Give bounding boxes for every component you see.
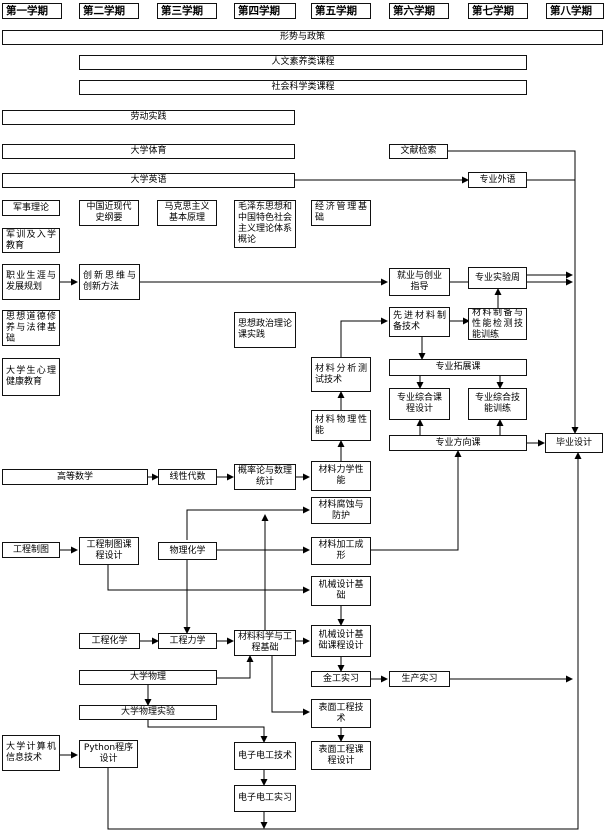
course-computer: 大学计算机信息技术 (2, 735, 60, 771)
semester-5: 第五学期 (311, 3, 371, 19)
course-surface: 表面工程技术 (311, 699, 371, 728)
course-python: Python程序设计 (79, 740, 138, 768)
course-production: 生产实习 (389, 671, 450, 687)
course-drawing: 工程制图 (2, 542, 60, 558)
arrow-physlab-to-electrical (147, 720, 268, 743)
course-marxism: 马克思主义基本原理 (157, 200, 217, 226)
course-physics: 大学物理 (79, 670, 217, 685)
semester-3: 第三学期 (157, 3, 217, 19)
course-mao: 毛泽东思想和中国特色社会主义理论体系概论 (234, 200, 296, 248)
course-career: 职业生涯与发展规划 (2, 264, 60, 300)
course-policy: 形势与政策 (2, 30, 603, 45)
course-military-theory: 军事理论 (2, 200, 60, 216)
arrow-matsci-to-surface (271, 655, 310, 716)
arrow-analysis-to-advanced (340, 317, 388, 357)
course-pe: 大学体育 (2, 144, 295, 159)
course-machine-design: 机械设计基础 (311, 576, 371, 606)
course-materials-science: 材料科学与工程基础 (234, 630, 296, 656)
course-processing: 材料加工成形 (311, 537, 371, 565)
course-english: 大学英语 (2, 173, 295, 188)
course-politics-practice: 思想政治理论课实践 (234, 312, 296, 348)
course-electrical-lab: 电子电工实习 (234, 785, 296, 812)
course-labor: 劳动实践 (2, 110, 295, 125)
course-metalwork: 金工实习 (311, 671, 371, 687)
arrow-physchem-to-corrosion (186, 506, 310, 540)
course-military-training: 军训及入学教育 (2, 228, 60, 253)
course-prep-testing: 材料制备与性能检测技能训练 (468, 308, 527, 340)
course-humanities: 人文素养类课程 (79, 55, 527, 70)
course-direction: 专业方向课 (389, 435, 527, 451)
course-mechanics: 工程力学 (158, 633, 217, 649)
course-drawing-design: 工程制图课程设计 (79, 537, 139, 565)
semester-1: 第一学期 (2, 3, 62, 19)
course-employment: 就业与创业指导 (389, 268, 450, 296)
arrow-drawingdesign-to-machine (107, 565, 310, 594)
course-comprehensive-skill: 专业综合技能训练 (468, 388, 527, 420)
semester-2: 第二学期 (79, 3, 139, 19)
course-physics-lab: 大学物理实验 (79, 705, 217, 720)
course-literature: 文献检索 (389, 144, 448, 159)
course-physical-chem: 物理化学 (158, 542, 217, 560)
course-advanced-prep: 先进材料制备技术 (389, 307, 450, 337)
semester-7: 第七学期 (468, 3, 528, 19)
course-ethics: 思想道德修养与法律基础 (2, 310, 60, 346)
course-engineering-chem: 工程化学 (79, 633, 140, 649)
arrow-python-to-trunk (107, 452, 582, 830)
course-surface-course: 表面工程课程设计 (311, 741, 371, 770)
course-linear-algebra: 线性代数 (158, 469, 217, 485)
course-corrosion: 材料腐蚀与防护 (311, 497, 371, 524)
course-mental: 大学生心理健康教育 (2, 358, 60, 396)
arrow-processing-to-direction (371, 450, 462, 551)
course-professional-english: 专业外语 (468, 172, 527, 188)
course-social: 社会科学类课程 (79, 80, 527, 95)
course-expansion: 专业拓展课 (389, 359, 527, 376)
course-economics: 经济管理基础 (311, 200, 371, 226)
semester-8: 第八学期 (546, 3, 604, 19)
course-analysis: 材料分析测试技术 (311, 357, 371, 392)
course-experiment-week: 专业实验周 (468, 267, 527, 289)
semester-4: 第四学期 (234, 3, 296, 19)
course-comprehensive-design: 专业综合课程设计 (389, 388, 450, 420)
course-probability: 概率论与数理统计 (234, 464, 296, 490)
course-machine-course: 机械设计基础课程设计 (311, 625, 371, 657)
arrow-physics-to-matsci (217, 655, 254, 679)
course-innovation: 创新思维与创新方法 (79, 264, 140, 300)
semester-6: 第六学期 (389, 3, 449, 19)
course-modern-history: 中国近现代史纲要 (79, 200, 139, 226)
course-graduation: 毕业设计 (545, 433, 603, 453)
course-electrical: 电子电工技术 (234, 742, 296, 770)
course-math: 高等数学 (2, 469, 148, 485)
course-materials-physics: 材料物理性能 (311, 410, 371, 441)
course-materials-mechanics: 材料力学性能 (311, 461, 371, 491)
